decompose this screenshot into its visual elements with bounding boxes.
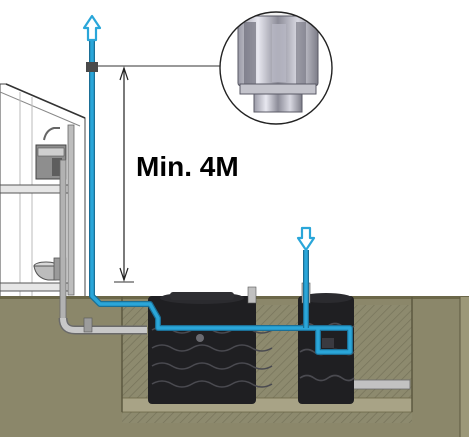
septic-tank-1	[148, 292, 273, 404]
vent-pipe-system	[89, 32, 353, 355]
down-arrow-icon	[296, 226, 316, 252]
up-arrow-icon	[82, 14, 102, 42]
min-height-dimension	[108, 65, 134, 283]
house-drain-pipe	[58, 159, 147, 335]
min-height-label: Min. 4M	[136, 151, 239, 182]
outlet-pipe	[351, 379, 411, 390]
vent-cap	[86, 62, 98, 72]
vent-cap-detail	[219, 11, 333, 125]
